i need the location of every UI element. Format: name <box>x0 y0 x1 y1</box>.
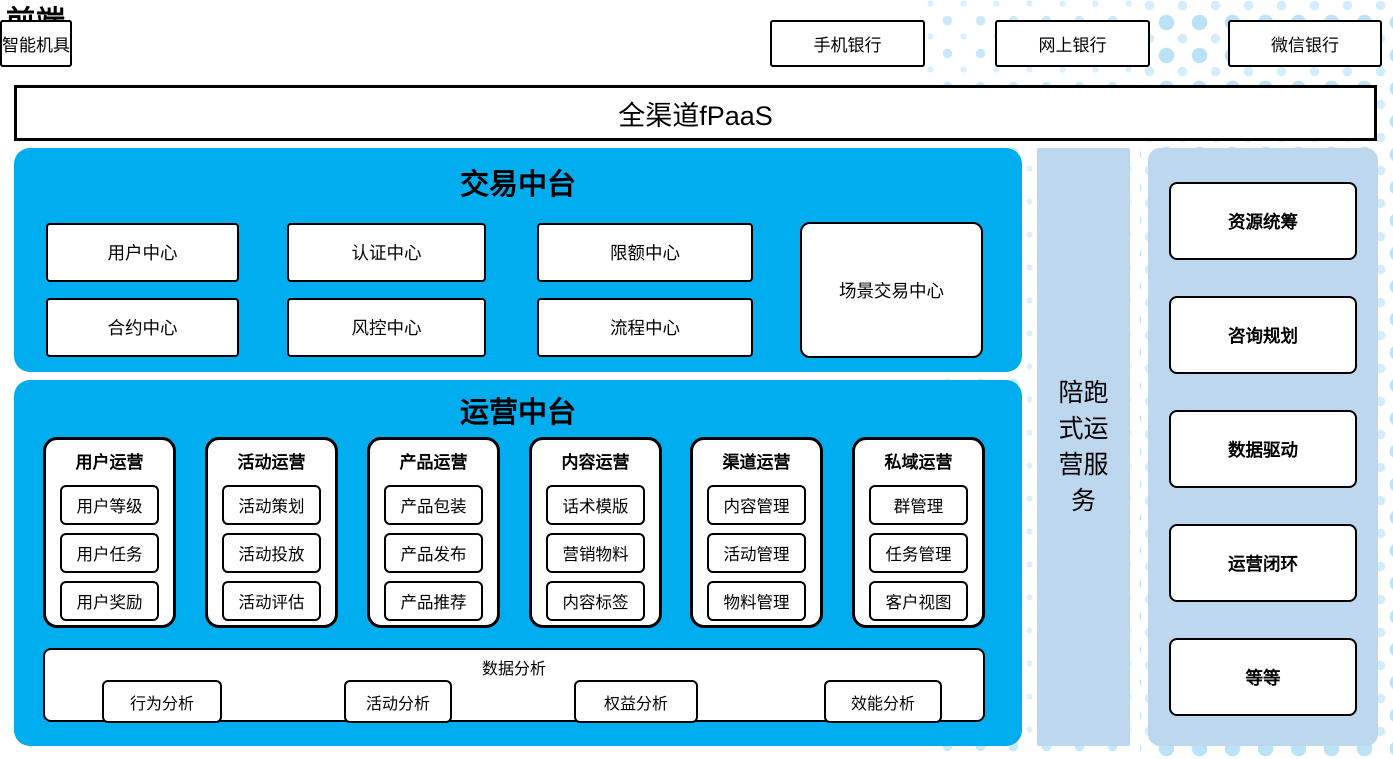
channel-box-wechat-banking: 微信银行 <box>1228 20 1382 67</box>
ops-column-product: 产品运营 产品包装 产品发布 产品推荐 <box>367 437 500 628</box>
ops-item: 物料管理 <box>707 581 806 621</box>
ops-item: 话术模版 <box>546 485 645 525</box>
analysis-box-behavior: 行为分析 <box>102 680 222 723</box>
trade-platform-title: 交易中台 <box>459 169 576 201</box>
analysis-box-benefit: 权益分析 <box>574 680 698 723</box>
channel-box-online-banking: 网上银行 <box>995 20 1150 67</box>
ops-item: 用户奖励 <box>60 581 159 621</box>
service-box-ops-loop: 运营闭环 <box>1169 524 1357 602</box>
ops-item: 活动管理 <box>707 533 806 573</box>
operation-platform-section: 运营中台 用户运营 用户等级 用户任务 用户奖励 活动运营 活动策划 活动投放 … <box>14 380 1022 746</box>
ops-item: 活动评估 <box>222 581 321 621</box>
data-analysis-band: 数据分析 行为分析 活动分析 权益分析 效能分析 <box>43 648 985 723</box>
center-box-contract: 合约中心 <box>46 298 239 357</box>
ops-column-channel: 渠道运营 内容管理 活动管理 物料管理 <box>690 437 823 628</box>
ops-item: 任务管理 <box>869 533 968 573</box>
ops-item: 产品包装 <box>384 485 483 525</box>
ops-item: 用户任务 <box>60 533 159 573</box>
data-analysis-title: 数据分析 <box>481 661 546 678</box>
channel-box-mobile-banking: 手机银行 <box>770 20 925 67</box>
ops-column-header: 产品运营 <box>399 453 468 472</box>
center-box-risk: 风控中心 <box>287 298 486 357</box>
trade-platform-section: 交易中台 用户中心 认证中心 限额中心 合约中心 风控中心 流程中心 场景交易中… <box>14 148 1022 372</box>
ops-column-content: 内容运营 话术模版 营销物料 内容标签 <box>529 437 662 628</box>
ops-item: 活动投放 <box>222 533 321 573</box>
companion-service-label: 陪跑式运营服务 <box>1058 379 1109 515</box>
ops-item: 客户视图 <box>869 581 968 621</box>
ops-column-activity: 活动运营 活动策划 活动投放 活动评估 <box>205 437 338 628</box>
center-box-scene-trade: 场景交易中心 <box>800 222 983 358</box>
ops-column-header: 活动运营 <box>237 453 306 472</box>
ops-column-header: 渠道运营 <box>722 453 791 472</box>
ops-column-header: 私域运营 <box>884 453 953 472</box>
center-box-auth: 认证中心 <box>287 223 486 282</box>
analysis-box-efficiency: 效能分析 <box>824 680 942 723</box>
service-panel: 资源统筹 咨询规划 数据驱动 运营闭环 等等 <box>1148 148 1378 746</box>
ops-item: 群管理 <box>869 485 968 525</box>
service-box-data-driven: 数据驱动 <box>1169 410 1357 488</box>
ops-item: 产品发布 <box>384 533 483 573</box>
center-box-process: 流程中心 <box>537 298 753 357</box>
analysis-box-activity: 活动分析 <box>344 680 452 723</box>
omnichannel-fpaas-band: 全渠道fPaaS <box>14 85 1377 141</box>
channel-box-smart-devices: 智能机具 <box>0 20 72 67</box>
ops-item: 营销物料 <box>546 533 645 573</box>
ops-column-header: 内容运营 <box>561 453 630 472</box>
ops-item: 产品推荐 <box>384 581 483 621</box>
ops-item: 活动策划 <box>222 485 321 525</box>
ops-column-private-domain: 私域运营 群管理 任务管理 客户视图 <box>852 437 985 628</box>
ops-item: 内容标签 <box>546 581 645 621</box>
ops-column-header: 用户运营 <box>75 453 144 472</box>
center-box-limit: 限额中心 <box>537 223 753 282</box>
service-box-consulting: 咨询规划 <box>1169 296 1357 374</box>
ops-item: 内容管理 <box>707 485 806 525</box>
center-box-user: 用户中心 <box>46 223 239 282</box>
service-box-etc: 等等 <box>1169 638 1357 716</box>
companion-service-bar: 陪跑式运营服务 <box>1037 148 1130 746</box>
ops-item: 用户等级 <box>60 485 159 525</box>
ops-column-user: 用户运营 用户等级 用户任务 用户奖励 <box>43 437 176 628</box>
operation-platform-title: 运营中台 <box>459 397 576 429</box>
service-box-resource-planning: 资源统筹 <box>1169 182 1357 260</box>
